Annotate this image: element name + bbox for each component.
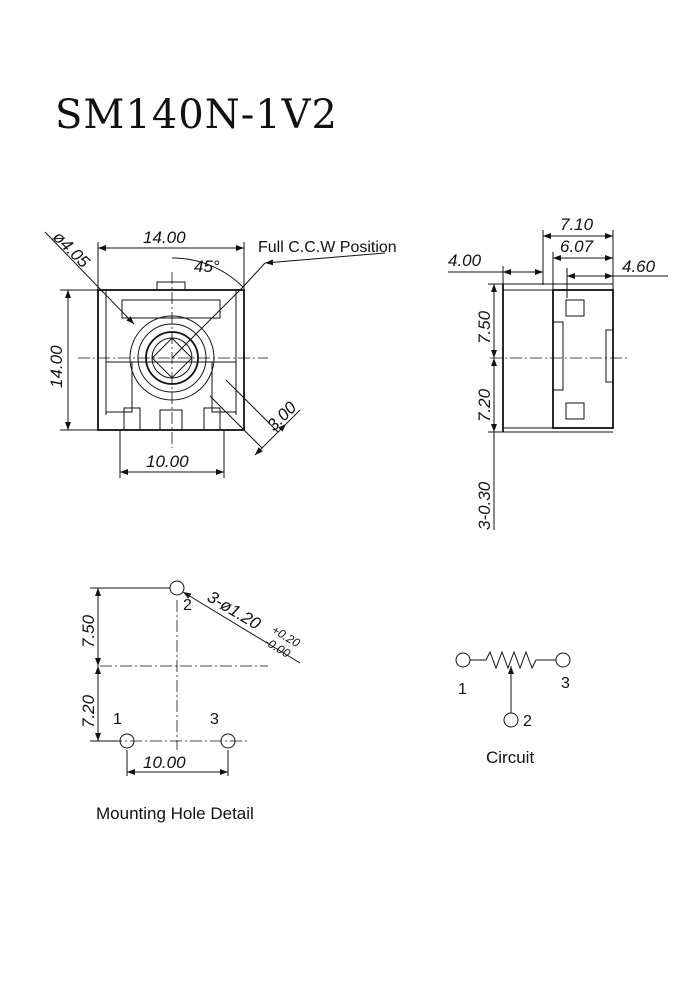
front-body-outline bbox=[97, 289, 245, 431]
mount-upper-dim: 7.50 bbox=[79, 614, 98, 648]
front-pin-dim: 3.00 bbox=[263, 398, 300, 435]
side-view: 7.10 6.07 4.00 4.60 7.50 7.20 3-0.30 bbox=[448, 215, 668, 530]
rotation-arc bbox=[171, 257, 244, 288]
circuit-pin-3-label: 3 bbox=[561, 675, 570, 692]
mount-pin-3-label: 3 bbox=[210, 711, 219, 728]
circuit-terminal-3 bbox=[555, 652, 571, 668]
front-width-dim: 14.00 bbox=[143, 228, 186, 247]
mounting-caption: Mounting Hole Detail bbox=[96, 804, 254, 823]
side-right-dim: 4.60 bbox=[622, 257, 656, 276]
side-left-dim: 4.00 bbox=[448, 251, 482, 270]
hole-callout: 3-ø1.20 +0.20 -0.00 bbox=[204, 587, 303, 661]
circuit-caption: Circuit bbox=[486, 748, 534, 767]
position-note: Full C.C.W Position bbox=[258, 239, 397, 256]
mount-hole-1 bbox=[119, 733, 135, 749]
mount-pin-2-label: 2 bbox=[183, 597, 192, 614]
mount-hole-3 bbox=[220, 733, 236, 749]
side-upper-dim: 7.50 bbox=[475, 310, 494, 344]
resistor-symbol bbox=[470, 650, 556, 670]
circuit-terminal-1 bbox=[455, 652, 471, 668]
mount-hole-2 bbox=[169, 580, 185, 596]
side-pin-dim: 3-0.30 bbox=[475, 481, 494, 530]
front-pitch-dim: 10.00 bbox=[146, 452, 189, 471]
mounting-hole-detail: 7.50 7.20 10.00 3-ø1.20 +0.20 -0.00 2 1 … bbox=[79, 580, 303, 823]
circuit-diagram: 1 3 2 Circuit bbox=[455, 650, 571, 767]
side-body-outline bbox=[552, 289, 614, 429]
circuit-terminal-2 bbox=[503, 712, 519, 728]
circuit-pin-2-label: 2 bbox=[523, 713, 532, 730]
front-height-dim: 14.00 bbox=[47, 345, 66, 388]
part-title: SM140N-1V2 bbox=[55, 92, 339, 138]
circuit-pin-1-label: 1 bbox=[458, 681, 467, 698]
terminal-center bbox=[159, 409, 183, 431]
terminal-left bbox=[123, 407, 141, 431]
mount-pitch-dim: 10.00 bbox=[143, 753, 186, 772]
side-total-dim: 7.10 bbox=[560, 215, 594, 234]
terminal-right bbox=[203, 407, 221, 431]
mount-lower-dim: 7.20 bbox=[79, 694, 98, 728]
front-diameter-dim: ø4.05 bbox=[49, 227, 94, 272]
mount-pin-1-label: 1 bbox=[113, 711, 122, 728]
front-angle-dim: 45° bbox=[194, 257, 220, 276]
side-lower-dim: 7.20 bbox=[475, 388, 494, 422]
side-body-dim: 6.07 bbox=[560, 237, 594, 256]
front-view: 14.00 14.00 10.00 ø4.05 45° 3.00 Full C.… bbox=[44, 227, 397, 478]
